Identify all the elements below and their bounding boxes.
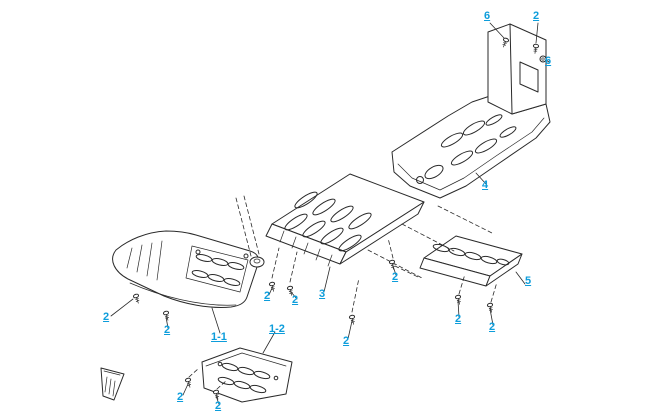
callout-leader-lines [110,22,550,405]
callout-2-bottom-right[interactable]: 2 [215,400,222,412]
part-1-2-skid-plate [201,347,293,403]
screw-icon [388,259,397,271]
callout-2-part5-right[interactable]: 2 [489,321,496,333]
screw-icon [184,377,193,389]
part-5-rear-guard-plate [419,235,523,287]
callout-2-upper-right[interactable]: 2 [392,271,399,283]
callout-2-left[interactable]: 2 [164,324,171,336]
part-4-footrest-assembly [391,23,551,199]
callout-6-right[interactable]: 6 [545,55,552,67]
callout-2-mid-bottom[interactable]: 2 [343,335,350,347]
callout-2-center-left[interactable]: 2 [264,290,271,302]
callout-2-bottom-left[interactable]: 2 [177,391,184,403]
alignment-dashed-lines [188,195,498,390]
callout-3[interactable]: 3 [319,288,326,300]
callout-4[interactable]: 4 [482,179,489,191]
callout-5[interactable]: 5 [525,275,532,287]
screw-icon [268,281,277,293]
part-1-1-front-skid-plate [112,230,260,308]
callout-2-top[interactable]: 2 [533,10,540,22]
callout-6-top[interactable]: 6 [484,10,491,22]
screw-icon [454,294,463,306]
callout-2-far-left[interactable]: 2 [103,311,110,323]
screw-icon [132,293,142,305]
screw-icon [348,314,357,326]
part-3-center-skid-plate [265,173,425,267]
spacer-collar [249,256,265,268]
callout-1-2[interactable]: 1-2 [269,323,285,335]
callout-2-center-right[interactable]: 2 [292,294,299,306]
callout-2-part5-left[interactable]: 2 [455,313,462,325]
small-corner-bracket [100,367,125,401]
callout-1-1[interactable]: 1-1 [211,331,227,343]
